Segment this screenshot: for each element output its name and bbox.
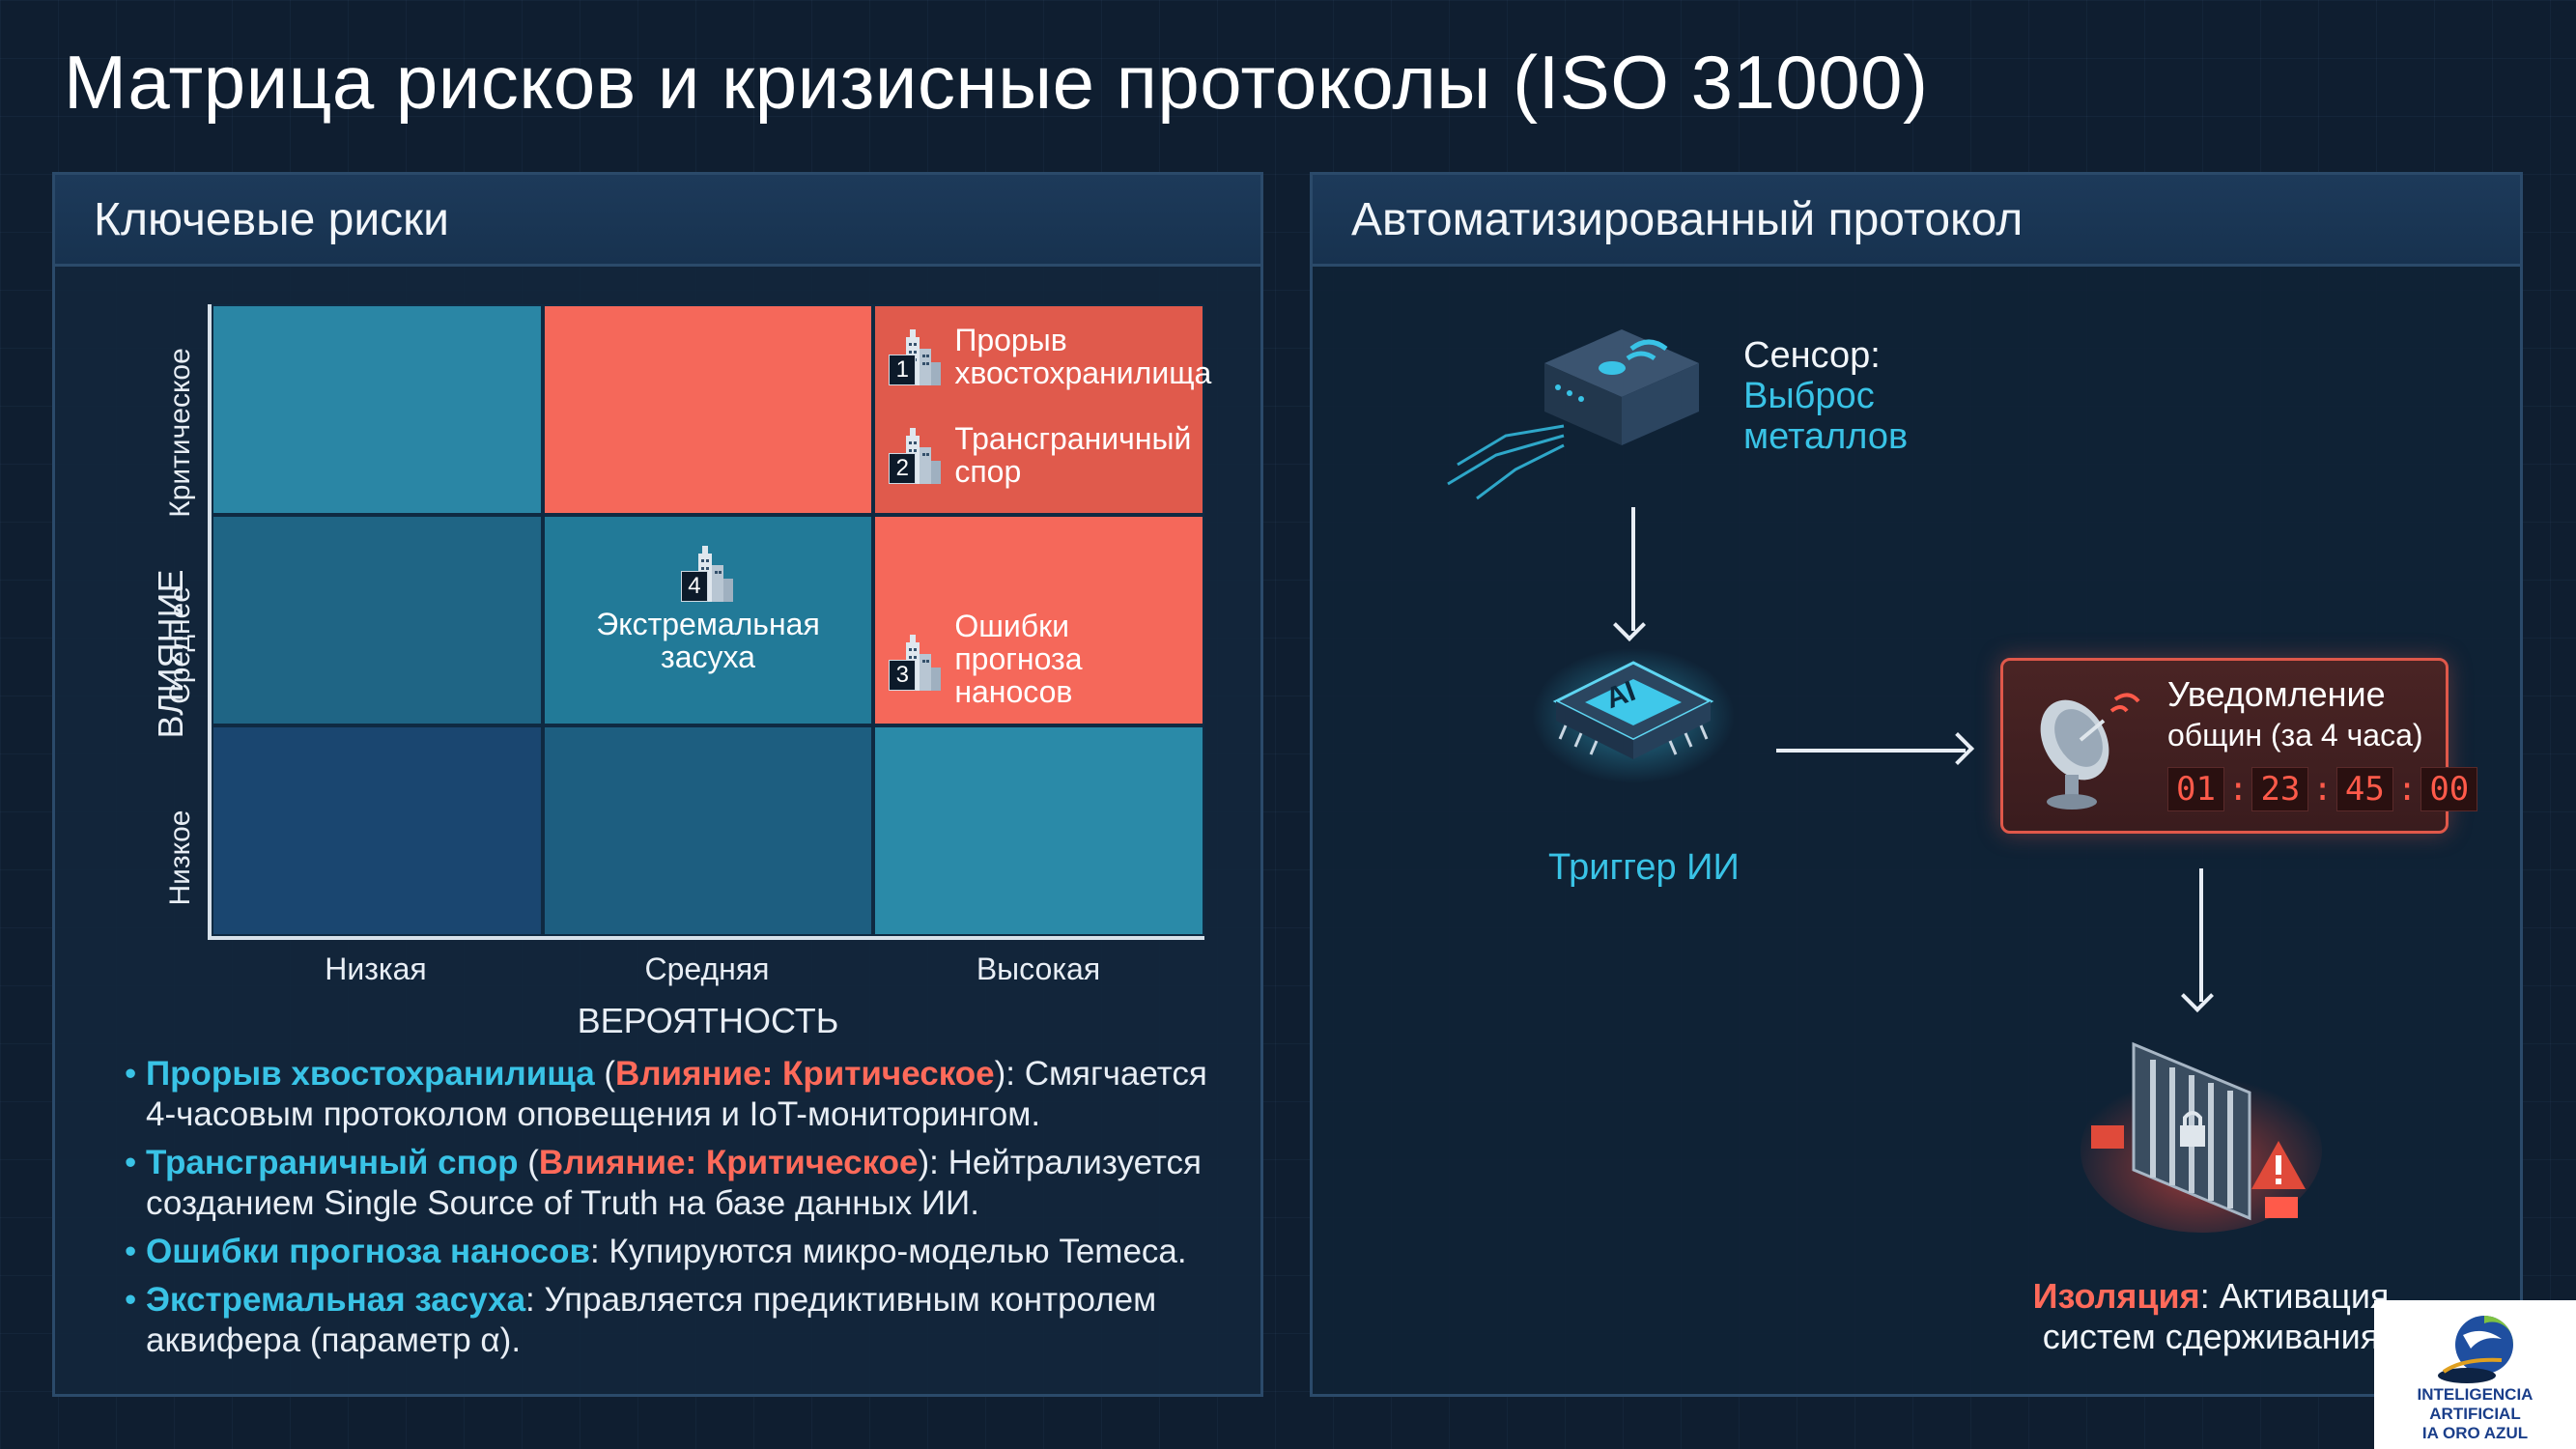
- timer-frames: 00: [2420, 767, 2478, 811]
- timer-hours: 01: [2167, 767, 2224, 811]
- notification-text: Уведомление общин (за 4 часа): [2167, 674, 2423, 753]
- y-level-critical: Критическое: [164, 348, 196, 518]
- building-icon: 1: [889, 324, 943, 385]
- risk-label-4: Экстремальная засуха: [596, 607, 820, 674]
- risk-number-3: 3: [889, 660, 917, 691]
- brand-logo: INTELIGENCIA ARTIFICIAL IA ORO AZUL: [2374, 1300, 2576, 1449]
- y-level-medium: Среднее: [164, 586, 196, 704]
- cell-critical-high: 1 Прорыв хвостохранилища: [873, 304, 1211, 515]
- risk-number-2: 2: [889, 453, 917, 484]
- risk-matrix-grid: 1 Прорыв хвостохранилища: [212, 304, 1211, 936]
- cell-critical-medium: [542, 304, 874, 515]
- cell-critical-low: [212, 304, 543, 515]
- risk-number-4: 4: [680, 571, 708, 602]
- logo-text: INTELIGENCIA ARTIFICIAL IA ORO AZUL: [2417, 1385, 2534, 1442]
- x-axis-title: ВЕРОЯТНОСТЬ: [577, 1001, 839, 1040]
- countdown-timer: 01 : 23 : 45 : 00: [2167, 767, 2478, 811]
- sensor-icon: [1535, 320, 1709, 465]
- notification-box[interactable]: Уведомление общин (за 4 часа) 01 : 23 : …: [2000, 658, 2478, 834]
- y-level-low: Низкое: [164, 810, 196, 906]
- isolation-label: Изоляция: Активация систем сдерживания: [2032, 1276, 2390, 1356]
- risk-matrix-area: ВЛИЯНИЕ Критическое Среднее Низкое: [55, 175, 1260, 1394]
- risks-panel-header: Ключевые риски: [55, 175, 1260, 267]
- sensor-label: Сенсор: Выброс металлов: [1743, 335, 1909, 457]
- risks-panel: Ключевые риски ВЛИЯНИЕ Критическое Средн…: [52, 172, 1263, 1397]
- cell-low-medium: [542, 725, 874, 936]
- cell-medium-low: [212, 515, 543, 725]
- cell-low-high: [873, 725, 1204, 936]
- protocol-panel-header: Автоматизированный протокол: [1313, 175, 2520, 267]
- bullet-tailings-breach: • Прорыв хвостохранилища (Влияние: Крити…: [125, 1055, 1207, 1133]
- building-icon: 4: [680, 540, 735, 602]
- trigger-label: Триггер ИИ: [1548, 847, 1740, 888]
- y-axis-line: [208, 304, 212, 940]
- risk-bullets: • Прорыв хвостохранилища (Влияние: Крити…: [125, 1054, 1235, 1369]
- x-level-medium: Средняя: [644, 952, 770, 986]
- arrow-sensor-to-ai: [1631, 507, 1635, 631]
- cell-low-low: [212, 725, 543, 936]
- timer-minutes: 23: [2251, 767, 2309, 811]
- risk-label-3: Ошибки прогноза наносов: [954, 609, 1083, 709]
- risk-marker-3[interactable]: 3 Ошибки прогноза наносов: [889, 609, 1083, 709]
- protocol-panel: Автоматизированный протокол Сенсор: Выбр…: [1310, 172, 2523, 1397]
- building-icon: 2: [889, 422, 943, 484]
- x-axis-line: [208, 936, 1204, 940]
- page-title: Матрица рисков и кризисные протоколы (IS…: [64, 40, 1929, 125]
- risk-label-1: Прорыв хвостохранилища: [954, 323, 1212, 390]
- arrow-ai-to-notification: [1776, 749, 1966, 753]
- risk-number-1: 1: [889, 355, 917, 385]
- cell-medium-medium: 4 Экстремальная засуха: [542, 515, 874, 725]
- x-level-high: Высокая: [976, 952, 1101, 986]
- cell-medium-high: 3 Ошибки прогноза наносов: [873, 515, 1204, 725]
- risk-marker-4[interactable]: 4 Экстремальная засуха: [545, 540, 872, 673]
- risk-label-2: Трансграничный спор: [954, 421, 1192, 489]
- bullet-extreme-drought: • Экстремальная засуха: Управляется пред…: [125, 1281, 1157, 1359]
- x-level-low: Низкая: [325, 952, 427, 986]
- ai-chip-icon: [1527, 639, 1740, 803]
- arrow-notification-to-isolation: [2199, 868, 2203, 1002]
- sensor-circuit-lines: [1438, 416, 1573, 503]
- building-icon: 3: [889, 629, 943, 691]
- bullet-transboundary-dispute: • Трансграничный спор (Влияние: Критичес…: [125, 1144, 1202, 1222]
- bullet-sediment-forecast: • Ошибки прогноза наносов: Купируются ми…: [125, 1233, 1187, 1270]
- satellite-dish-icon: [2026, 682, 2152, 817]
- containment-gate-icon: [2076, 1025, 2327, 1237]
- risk-marker-1[interactable]: 1 Прорыв хвостохранилища: [889, 324, 1211, 389]
- risk-marker-2[interactable]: 2 Трансграничный спор: [889, 422, 1191, 488]
- logo-emblem-icon: [2434, 1306, 2521, 1393]
- timer-seconds: 45: [2335, 767, 2393, 811]
